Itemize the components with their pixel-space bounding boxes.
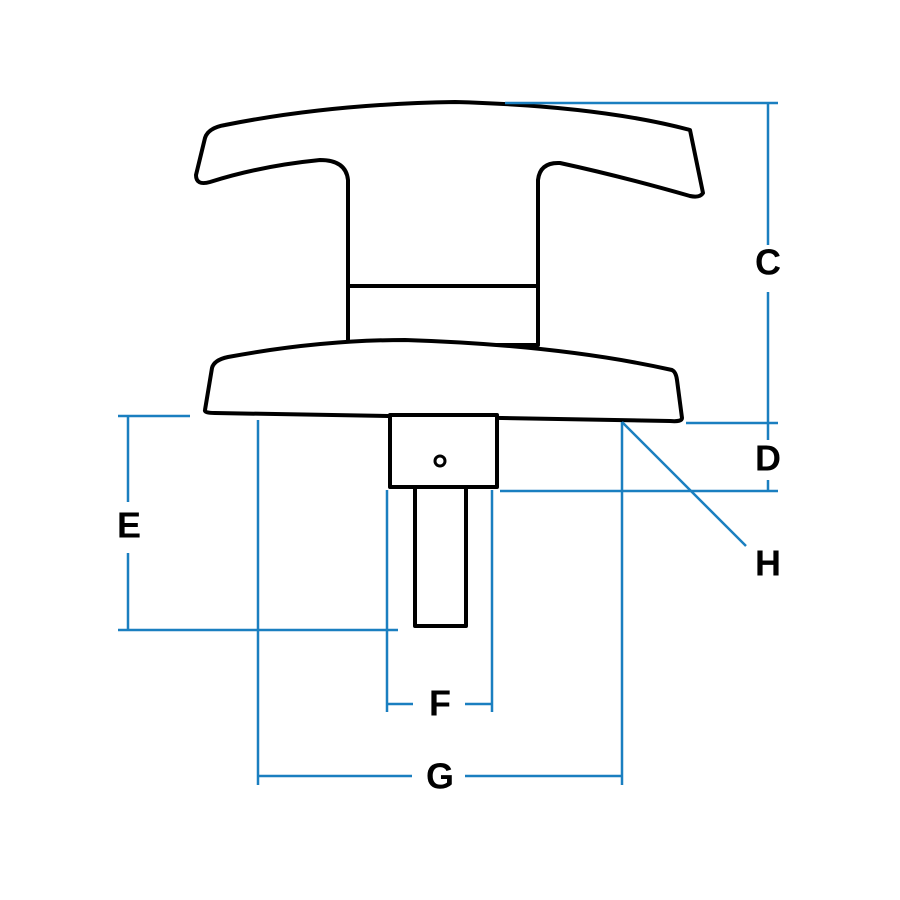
dimension-d <box>500 423 778 493</box>
label-d: D <box>755 438 781 479</box>
lower-grip <box>202 338 684 424</box>
collar <box>388 413 499 489</box>
pin-hole <box>433 454 447 468</box>
dimension-g <box>256 420 624 785</box>
label-h: H <box>755 543 781 584</box>
shaft <box>413 485 468 628</box>
dimension-e <box>118 414 398 632</box>
dimension-c <box>505 101 778 425</box>
upper-grip <box>194 100 705 347</box>
handle-drawing <box>194 100 705 628</box>
label-c: C <box>755 242 781 283</box>
dimension-h <box>621 421 747 547</box>
label-g: G <box>426 756 454 797</box>
dimension-f <box>385 490 494 712</box>
label-e: E <box>117 505 141 546</box>
label-f: F <box>429 683 451 724</box>
dimension-lines <box>118 101 778 785</box>
